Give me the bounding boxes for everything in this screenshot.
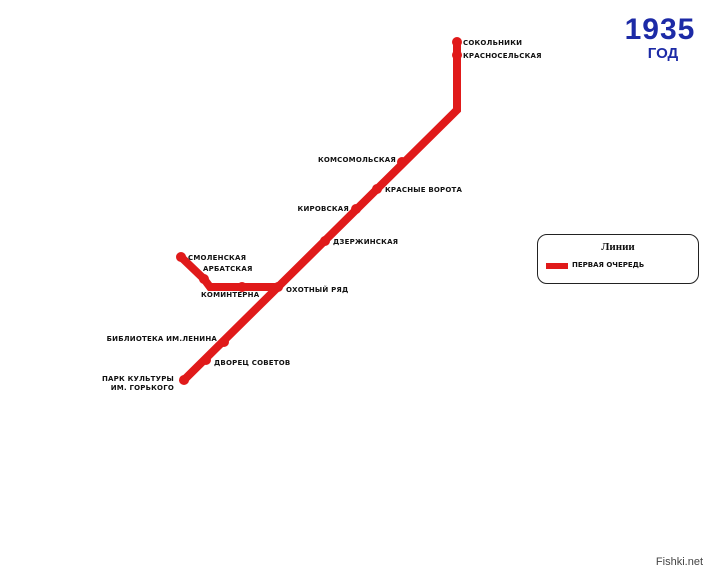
- station-label-krasnye-vorota: КРАСНЫЕ ВОРОТА: [385, 186, 462, 194]
- watermark: Fishki.net: [655, 556, 703, 568]
- station-label-krasnoselskaya: КРАСНОСЕЛЬСКАЯ: [463, 52, 542, 60]
- station-label-kominterna: КОМИНТЕРНА: [201, 291, 260, 299]
- station-label-smolenskaya: СМОЛЕНСКАЯ: [188, 254, 246, 262]
- station-dot-kirovskaya: [351, 204, 361, 214]
- legend-title: Линии: [601, 241, 635, 253]
- station-label-dvorets-sovetov: ДВОРЕЦ СОВЕТОВ: [214, 359, 290, 367]
- year-number: 1935: [624, 13, 696, 46]
- legend-box: Линии ПЕРВАЯ ОЧЕРЕДЬ: [537, 234, 699, 284]
- station-dot-biblioteka: [219, 337, 229, 347]
- station-label-sokolniki: СОКОЛЬНИКИ: [463, 39, 522, 47]
- station-dot-dvorets-sovetov: [201, 355, 211, 365]
- station-dot-krasnye-vorota: [372, 184, 382, 194]
- station-dot-okhotny-ryad: [273, 282, 283, 292]
- station-dot-kominterna: [237, 282, 247, 292]
- stations-layer: [176, 37, 462, 385]
- station-dot-smolenskaya: [176, 252, 186, 262]
- station-label-kirovskaya: КИРОВСКАЯ: [298, 205, 349, 213]
- station-dot-park-kultury: [179, 375, 189, 385]
- station-label-okhotny-ryad: ОХОТНЫЙ РЯД: [286, 285, 348, 294]
- station-dot-arbatskaya: [199, 274, 209, 284]
- year-badge: 1935 ГОД: [618, 14, 702, 62]
- legend-swatch: [546, 263, 568, 269]
- legend-item-label: ПЕРВАЯ ОЧЕРЕДЬ: [572, 261, 645, 269]
- station-label-komsomolskaya: КОМСОМОЛЬСКАЯ: [318, 156, 396, 164]
- year-word: ГОД: [647, 45, 679, 62]
- station-dot-dzerzhinskaya: [320, 236, 330, 246]
- station-label-biblioteka: БИБЛИОТЕКА ИМ.ЛЕНИНА: [107, 335, 218, 343]
- station-label-arbatskaya: АРБАТСКАЯ: [203, 265, 253, 273]
- station-label-dzerzhinskaya: ДЗЕРЖИНСКАЯ: [333, 238, 398, 246]
- station-dot-krasnoselskaya: [452, 50, 462, 60]
- labels-layer: СОКОЛЬНИКИ КРАСНОСЕЛЬСКАЯ КОМСОМОЛЬСКАЯ КРА…: [102, 39, 542, 392]
- station-dot-komsomolskaya: [397, 157, 407, 167]
- station-label-line: ПАРК КУЛЬТУРЫ: [102, 375, 174, 383]
- station-label-line: ИМ. ГОРЬКОГО: [111, 384, 174, 392]
- station-dot-sokolniki: [452, 37, 462, 47]
